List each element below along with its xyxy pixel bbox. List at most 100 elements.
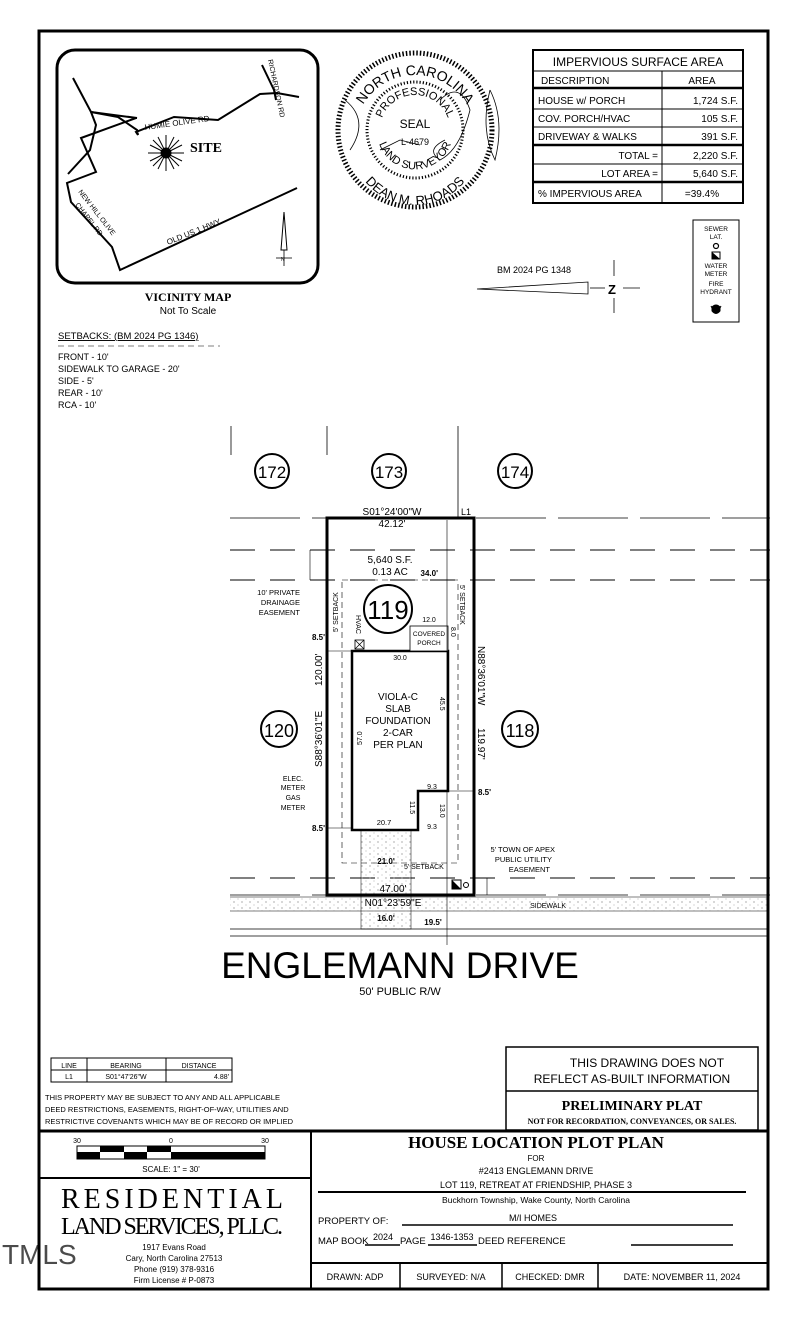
drawing-label: SEWER (704, 226, 728, 233)
drawing-label: TOTAL = (618, 151, 658, 162)
drawing-label: SIDE - 5' (58, 376, 94, 386)
drawing-label: 5,640 S.F. (693, 169, 738, 180)
drawing-label: 105 S.F. (701, 114, 738, 125)
drawing-label: 118 (506, 721, 535, 741)
site-plan: 172 173 174 119 120 118 S01°24'00"W L1 4… (221, 426, 770, 998)
drawing-label: HOUSE w/ PORCH (538, 96, 625, 107)
drawing-label: DEAN M. RHOADS (363, 173, 468, 208)
surveyor-seal: NORTH CAROLINA PROFESSIONAL SEAL L-4679 … (335, 50, 500, 210)
drawing-label: PAGE (400, 1236, 426, 1247)
drawing-label: 21.0' (377, 857, 395, 866)
drawing-label: L-4679 (401, 137, 429, 147)
water-meter-icon (711, 251, 721, 260)
drawing-label: 9.3 (427, 824, 437, 831)
drawing-label: 8.5' (312, 633, 325, 642)
lot-119-boundary (325, 516, 476, 897)
drawing-label: Phone (919) 378-9316 (134, 1265, 215, 1274)
drawing-label: 2024 (373, 1232, 393, 1242)
drawing-label: #2413 ENGLEMANN DRIVE (479, 1166, 594, 1176)
disclaimer: DEED RESTRICTIONS, EASEMENTS, RIGHT-OF-W… (45, 1105, 289, 1114)
drawing-label: LOT AREA = (601, 169, 658, 180)
drawing-label: COVERED (413, 631, 445, 638)
drawing-label: 47.00' (380, 884, 407, 895)
drawing-label: METER (281, 785, 306, 792)
drawing-label: REFLECT AS-BUILT INFORMATION (534, 1072, 730, 1086)
drawing-label: HVAC (354, 615, 361, 634)
drawing-label: 119 (367, 595, 408, 625)
drawing-label: 1917 Evans Road (142, 1243, 206, 1252)
drawing-label: 119.97' (475, 728, 486, 760)
drawing-label: 4.88' (214, 1074, 229, 1081)
drawing-label: 57.0 (357, 731, 364, 745)
drawing-label: 42.12' (379, 519, 406, 530)
sewer-cleanout-icon (712, 242, 720, 250)
drawing-label: 13.0 (438, 804, 445, 818)
drawing-label: WATER (705, 263, 728, 270)
drawing-label: S01°24'00"W (363, 507, 422, 518)
lot-number-172: 172 (254, 453, 290, 489)
sheet-border (37, 29, 770, 1291)
drawing-title: HOUSE LOCATION PLOT PLAN (408, 1133, 665, 1152)
drawing-label: =39.4% (685, 189, 719, 200)
disclaimer: THIS PROPERTY MAY BE SUBJECT TO ANY AND … (45, 1093, 280, 1102)
drawing-label: 172 (258, 463, 286, 482)
drawing-label: GAS (286, 795, 301, 802)
vicinity-map-subtitle: Not To Scale (160, 306, 217, 317)
drawing-label: L1 (65, 1074, 73, 1081)
drawing-label: 34.0' (421, 569, 439, 578)
drawing-label: 20.7 (377, 818, 392, 827)
drawing-label: MAP BOOK (318, 1236, 369, 1247)
street-row: 50' PUBLIC R/W (359, 986, 441, 998)
site-star-icon (148, 135, 184, 171)
title-block: HOUSE LOCATION PLOT PLAN FOR #2413 ENGLE… (311, 1133, 768, 1289)
drawing-label: 5' SETBACK (333, 592, 340, 632)
drawing-label: 1,724 S.F. (693, 96, 738, 107)
utility-legend: SEWER LAT. WATER METER FIRE HYDRANT (692, 219, 740, 323)
drawing-label: FOR (528, 1154, 545, 1163)
signature (344, 89, 500, 162)
drawing-label: SCALE: 1" = 30' (142, 1165, 200, 1174)
drawing-label: BEARING (110, 1063, 142, 1070)
drawing-label: PER PLAN (373, 740, 422, 751)
drawing-label: FOUNDATION (365, 716, 430, 727)
drawing-label: 5' SETBACK (404, 864, 444, 871)
vicinity-map-title: VICINITY MAP (145, 290, 232, 304)
drawing-label: REAR - 10' (58, 388, 103, 398)
preliminary-notice: THIS DRAWING DOES NOT REFLECT AS-BUILT I… (505, 1046, 759, 1131)
drawing-label: COV. PORCH/HVAC (538, 114, 630, 125)
watermark: TMLS (2, 1239, 77, 1270)
drawing-label: S88°36'01"E (314, 711, 325, 767)
road-label: OLD US 1 HWY (165, 217, 222, 247)
drawing-label: L1 (461, 507, 471, 517)
drawing-label: LAND SERVICES, PLLC. (61, 1214, 283, 1240)
drawing-label: M/I HOMES (509, 1213, 557, 1223)
drawing-label: Cary, North Carolina 27513 (126, 1254, 223, 1263)
drawing-label: 16.0' (377, 914, 395, 923)
drawing-label: DRIVEWAY & WALKS (538, 132, 637, 143)
drawing-label: PROPERTY OF: (318, 1216, 388, 1227)
drawing-label: 30 (261, 1138, 269, 1145)
drawing-label: METER (705, 271, 728, 278)
drawing-label: EASEMENT (509, 865, 551, 874)
drawing-label: 2,220 S.F. (693, 151, 738, 162)
drawing-label: 5,640 S.F. (367, 555, 412, 566)
lot-number-173: 173 (371, 453, 407, 489)
drawing-label: 30.0 (393, 655, 407, 662)
drawing-label: 0.13 AC (372, 567, 408, 578)
drawing-label: 30 (73, 1138, 81, 1145)
drawing-label: DESCRIPTION (541, 76, 609, 87)
north-arrow-icon: N (276, 211, 292, 266)
drawing-label: LINE (61, 1063, 77, 1070)
rotated-setback: 5' SETBACK (458, 585, 465, 625)
north-arrow-icon: Z (608, 282, 616, 297)
drawing-label: 5' TOWN OF APEX (490, 845, 555, 854)
disclaimer: RESTRICTIVE COVENANTS WHICH MAY BE OF RE… (45, 1117, 294, 1126)
drawing-label: 19.5' (424, 918, 442, 927)
drawing-label: PRELIMINARY PLAT (562, 1099, 703, 1114)
site-label: SITE (190, 141, 222, 156)
drawing-label: 1346-1353 (430, 1232, 473, 1242)
surveyed-by: SURVEYED: N/A (416, 1272, 485, 1282)
lot-number-118: 118 (501, 710, 539, 748)
drawing-label: % IMPERVIOUS AREA (538, 189, 642, 200)
